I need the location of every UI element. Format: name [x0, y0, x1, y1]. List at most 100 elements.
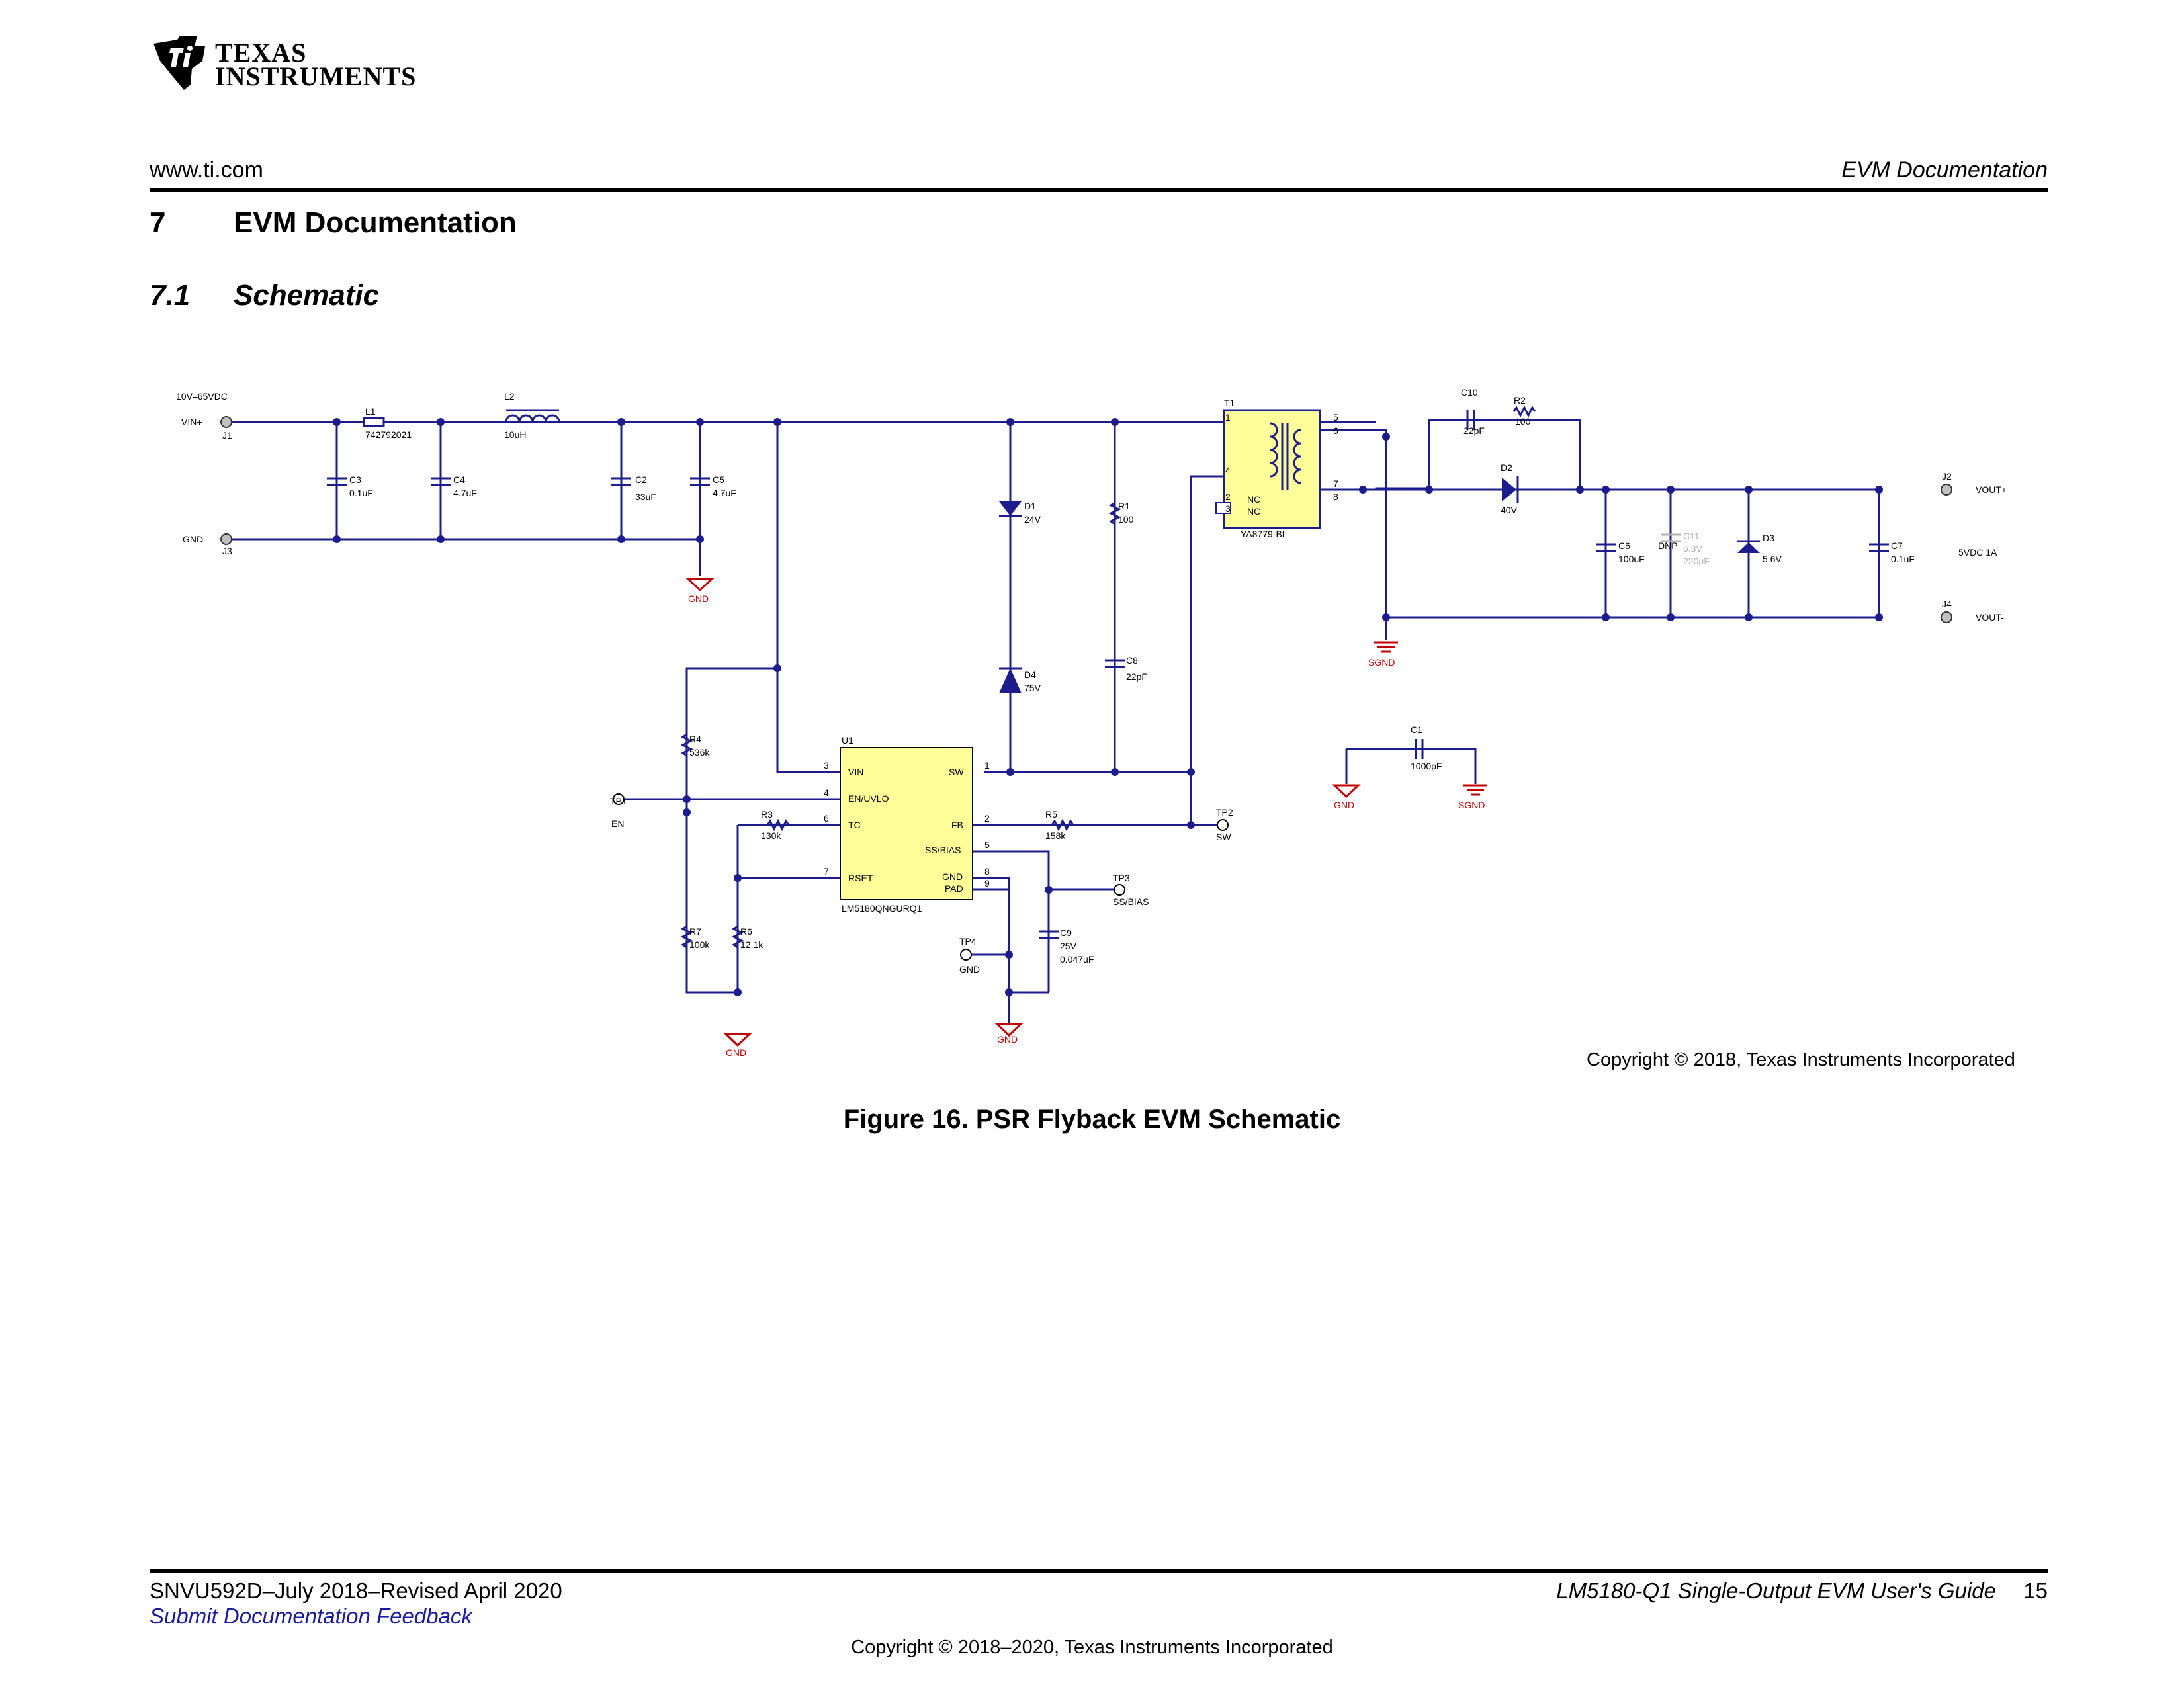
u1-body: [840, 747, 973, 900]
t1-pin8: 8: [1333, 492, 1338, 502]
header-url[interactable]: www.ti.com: [150, 157, 263, 183]
r5-label: R5: [1045, 809, 1057, 820]
vout-minus-label: VOUT-: [1976, 612, 2004, 623]
l1-label: L1: [365, 406, 376, 417]
resistor-symbols: [680, 405, 1536, 949]
u1-part: LM5180QNGURQ1: [842, 903, 922, 914]
vout-plus-label: VOUT+: [1976, 484, 2007, 495]
figure-copyright: Copyright © 2018, Texas Instruments Inco…: [1587, 1049, 2015, 1070]
u1-pin-rset: RSET: [848, 873, 873, 883]
r7-value: 100k: [689, 939, 710, 950]
r5-value: 158k: [1045, 830, 1066, 841]
footer-guide-title: LM5180-Q1 Single-Output EVM User's Guide: [1556, 1579, 1996, 1603]
c9-label: C9: [1060, 928, 1072, 938]
d3-value: 5.6V: [1763, 554, 1782, 564]
u1-pin1: 1: [984, 760, 990, 771]
u1-pin4: 4: [824, 787, 829, 798]
r2-label: R2: [1514, 395, 1526, 406]
sgnd1-label: SGND: [1368, 657, 1395, 668]
u1-pin-pad: PAD: [945, 883, 963, 894]
vout-spec-label: 5VDC 1A: [1958, 547, 1997, 558]
c10-value: 22pF: [1463, 425, 1485, 436]
footer-copyright: Copyright © 2018–2020, Texas Instruments…: [851, 1637, 1333, 1658]
t1-body: [1223, 409, 1321, 529]
vin-range-label: 10V–65VDC: [176, 391, 228, 402]
c1-label: C1: [1411, 724, 1422, 735]
ti-logo-icon: [153, 36, 205, 90]
u1-pin8: 8: [984, 866, 990, 877]
header-rule: [150, 188, 2048, 192]
t1-pin5: 5: [1333, 412, 1338, 423]
d2-label: D2: [1501, 462, 1512, 473]
tp2-label: TP2: [1216, 807, 1233, 818]
capacitor-symbols: [327, 410, 1889, 939]
d3-label: D3: [1763, 533, 1774, 543]
u1-pin-ss: SS/BIAS: [925, 845, 961, 855]
diode-symbols: [999, 478, 1760, 693]
u1-pin7: 7: [824, 866, 829, 877]
c2-value: 33uF: [635, 492, 656, 502]
r3-value: 130k: [761, 830, 781, 841]
tp3-label: TP3: [1113, 873, 1130, 883]
u1-pin-en: EN/UVLO: [848, 793, 889, 804]
j2-label: J2: [1942, 471, 1952, 482]
c1-value: 1000pF: [1411, 761, 1442, 771]
d2-value: 40V: [1501, 505, 1518, 515]
logo-line2: INSTRUMENTS: [215, 62, 417, 91]
r2-value: 100: [1515, 416, 1531, 427]
r4-label: R4: [689, 734, 701, 744]
r7-label: R7: [689, 926, 701, 937]
submit-feedback-link[interactable]: Submit Documentation Feedback: [150, 1604, 472, 1628]
connectors: [220, 416, 1952, 623]
c8-value: 22pF: [1126, 671, 1147, 682]
page-number: 15: [2023, 1579, 2048, 1603]
c3-label: C3: [349, 474, 361, 485]
section-title: EVM Documentation: [234, 206, 517, 239]
t1-nc2: NC: [1247, 506, 1260, 517]
u1-pin-fb: FB: [951, 820, 963, 830]
r1-label: R1: [1118, 501, 1130, 511]
u1-pin-vin: VIN: [848, 767, 863, 777]
header-section-name: EVM Documentation: [1841, 157, 2048, 183]
wires: [226, 419, 1880, 1023]
l1-value: 742792021: [365, 429, 412, 440]
tp4-label: TP4: [959, 936, 977, 947]
t1-pin1: 1: [1225, 412, 1231, 423]
figure-caption: Figure 16. PSR Flyback EVM Schematic: [843, 1105, 1341, 1134]
u1-pin5: 5: [984, 840, 990, 850]
u1-pin-tc: TC: [848, 820, 861, 830]
t1-nc-pad: [1215, 502, 1231, 514]
c2-label: C2: [635, 474, 647, 485]
r6-value: 12.1k: [740, 939, 764, 950]
d4-value: 75V: [1024, 683, 1041, 693]
u1-pin-sw: SW: [949, 767, 964, 777]
l1-symbol: [363, 417, 385, 427]
diode-bars: [999, 476, 1760, 670]
c7-value: 0.1uF: [1891, 554, 1915, 564]
c11-voltage: 6.3V: [1683, 543, 1702, 554]
gnd-in-label: GND: [183, 534, 203, 544]
c8-label: C8: [1126, 655, 1138, 666]
dnp-label: DNP: [1658, 541, 1678, 551]
c9-value: 0.047uF: [1060, 954, 1094, 965]
tp2-sublabel: SW: [1216, 832, 1231, 842]
logo-wordmark: TEXAS INSTRUMENTS: [215, 38, 417, 91]
t1-pin4: 4: [1225, 465, 1231, 476]
u1-pin9: 9: [984, 878, 990, 888]
c11-label: C11: [1683, 531, 1700, 541]
section-number: 7: [150, 206, 166, 239]
vin-plus-label: VIN+: [181, 417, 202, 427]
logo-line1: TEXAS: [215, 38, 307, 67]
ti-logo: TEXAS INSTRUMENTS: [151, 34, 429, 101]
c6-value: 100uF: [1618, 554, 1645, 564]
c9-voltage: 25V: [1060, 941, 1077, 951]
l2-value: 10uH: [504, 429, 526, 440]
j3-label: J3: [222, 546, 232, 556]
gnd4-label: GND: [997, 1034, 1018, 1045]
t1-part: YA8779-BL: [1241, 529, 1288, 539]
gnd2-label: GND: [1334, 800, 1354, 810]
j4-label: J4: [1942, 599, 1952, 609]
u1-pin3: 3: [824, 760, 829, 771]
t1-pin3: 3: [1225, 503, 1231, 514]
u1-pin2: 2: [984, 813, 990, 824]
